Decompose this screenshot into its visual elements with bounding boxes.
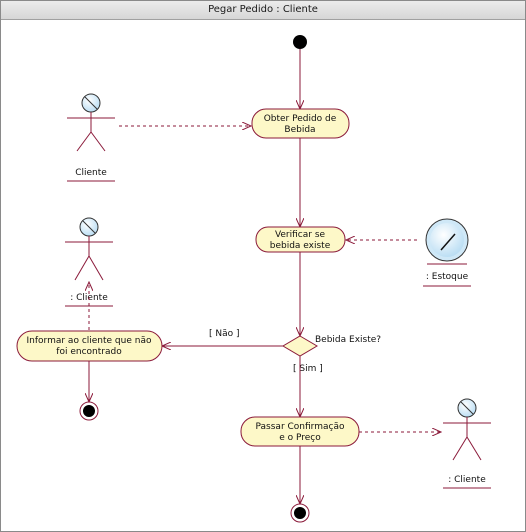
- activity-informar-line2: foi encontrado: [56, 347, 122, 357]
- window-title: Pegar Pedido : Cliente: [1, 1, 525, 20]
- activity-verificar-line2: bebida existe: [270, 241, 331, 251]
- actor-cliente-bottom[interactable]: [443, 398, 491, 461]
- activity-passar-line1: Passar Confirmação: [256, 422, 345, 432]
- activity-passar-line2: e o Preço: [279, 433, 321, 443]
- decision-label: Bebida Existe?: [315, 335, 381, 345]
- activity-obter-pedido-line2: Bebida: [284, 125, 315, 135]
- decision-bebida-existe[interactable]: [282, 335, 318, 357]
- final-node-bottom[interactable]: [290, 503, 310, 523]
- activity-informar-line1: Informar ao cliente que não: [27, 336, 152, 346]
- activity-verificar-bebida[interactable]: Verificar se bebida existe: [255, 226, 346, 253]
- actor-cliente-top-label: Cliente: [75, 168, 107, 178]
- entity-estoque-label: : Estoque: [426, 272, 469, 282]
- guard-nao: [ Não ]: [209, 329, 240, 339]
- entity-estoque[interactable]: [425, 218, 469, 265]
- activity-obter-pedido-line1: Obter Pedido de: [264, 114, 337, 124]
- actor-cliente-top[interactable]: [67, 93, 115, 152]
- activity-diagram: Obter Pedido de Bebida Cliente Verificar…: [16, 35, 491, 523]
- initial-node[interactable]: [293, 35, 307, 49]
- final-node-left[interactable]: [79, 401, 99, 421]
- activity-obter-pedido[interactable]: Obter Pedido de Bebida: [251, 108, 350, 139]
- guard-sim: [ Sim ]: [293, 364, 323, 374]
- actor-cliente-left[interactable]: [65, 217, 113, 281]
- activity-informar-cliente[interactable]: Informar ao cliente que não foi encontra…: [16, 330, 163, 362]
- activity-verificar-line1: Verificar se: [275, 230, 326, 240]
- actor-cliente-bottom-label: : Cliente: [448, 475, 486, 485]
- activity-passar-confirmacao[interactable]: Passar Confirmação e o Preço: [240, 416, 360, 447]
